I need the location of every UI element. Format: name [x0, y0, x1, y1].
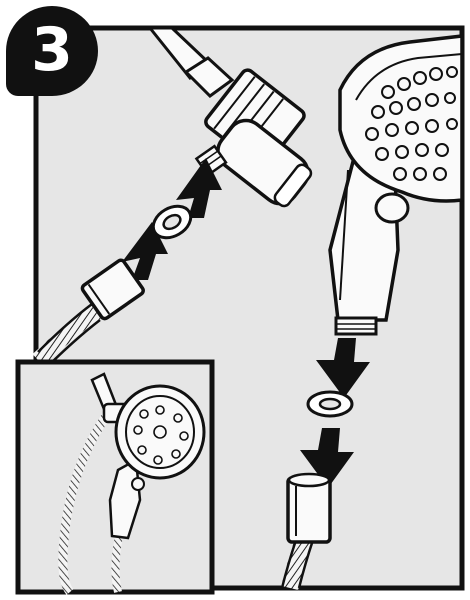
hose-icon: [280, 472, 332, 591]
inset-panel: [15, 359, 215, 595]
handshower-icon: [328, 34, 464, 336]
step-number: 3: [31, 15, 73, 85]
arrow-icon: [122, 158, 222, 280]
washer-icon: [151, 204, 193, 240]
arrow-icon: [300, 338, 370, 488]
washer-icon: [306, 390, 354, 418]
hose-icon: [32, 258, 145, 371]
shower-arm-icon: [146, 26, 313, 208]
step-badge: 3: [6, 6, 98, 96]
